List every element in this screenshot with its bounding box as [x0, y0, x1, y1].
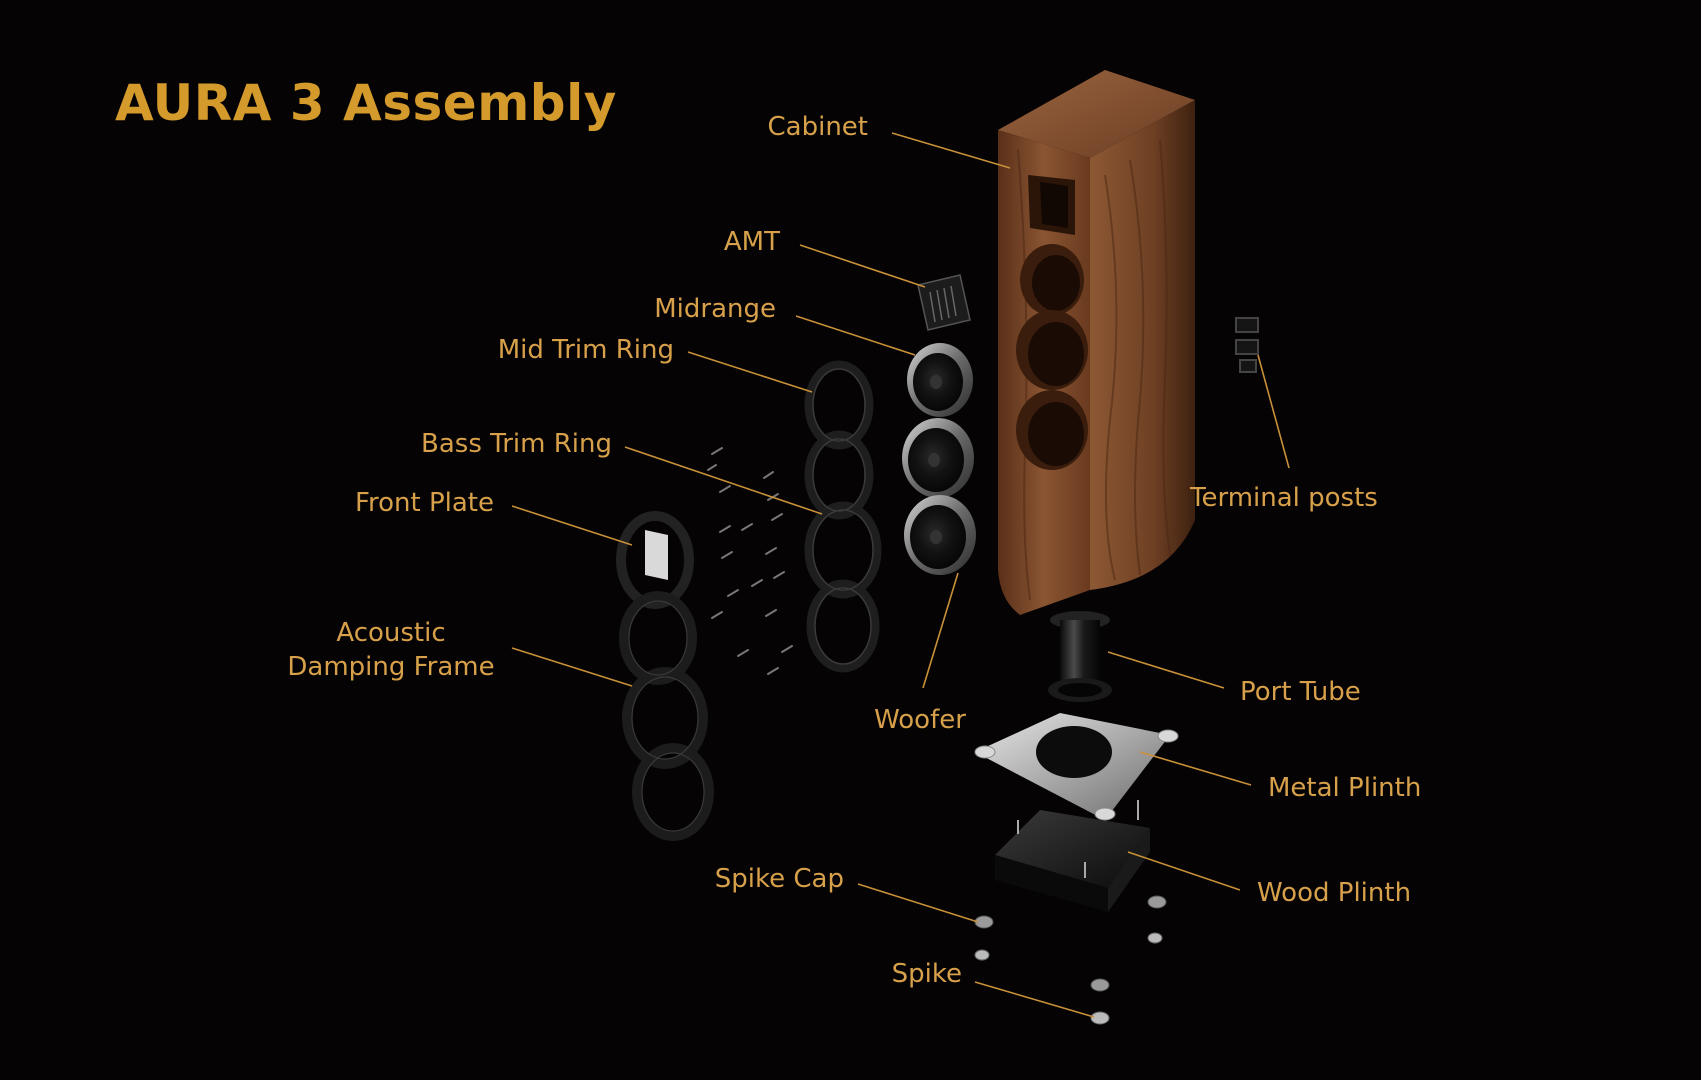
woofer-upper-part [902, 418, 974, 498]
cabinet-part [998, 70, 1195, 615]
page-title: AURA 3 Assembly [115, 74, 617, 132]
front-plate-part [616, 511, 694, 609]
leader-wood-plinth [1127, 851, 1241, 891]
leader-midrange [795, 315, 916, 356]
leader-front-plate [511, 505, 633, 546]
leader-cabinet [891, 132, 1011, 169]
terminal-posts-part [1235, 317, 1259, 373]
label-terminal-posts: Terminal posts [1190, 483, 1378, 513]
label-metal-plinth: Metal Plinth [1268, 773, 1422, 803]
trim-rings-highlight [812, 368, 874, 665]
leader-acoustic-damping [511, 647, 633, 687]
label-spike: Spike [891, 959, 962, 989]
woofer-lower-part [904, 495, 976, 575]
leader-spike [974, 981, 1095, 1018]
label-cabinet: Cabinet [767, 112, 868, 142]
leader-port-tube [1107, 651, 1225, 689]
leader-mid-trim-ring [687, 351, 813, 393]
amt-part [917, 274, 971, 331]
port-tube-part [1048, 611, 1112, 702]
label-spike-cap: Spike Cap [714, 864, 844, 894]
label-midrange: Midrange [654, 294, 776, 324]
spikes [974, 932, 1163, 1025]
label-woofer: Woofer [874, 705, 966, 735]
leader-woofer [922, 572, 959, 689]
label-bass-trim-ring: Bass Trim Ring [421, 429, 612, 459]
acoustic-damping-frames [619, 591, 714, 841]
label-acoustic-damping-frame-line2: Damping Frame [287, 652, 495, 682]
spike-caps [974, 895, 1167, 992]
metal-plinth-part [974, 713, 1179, 821]
leader-amt [799, 244, 926, 288]
label-acoustic-damping-frame-line1: Acoustic [336, 618, 446, 648]
wood-plinth-part [995, 800, 1150, 912]
label-mid-trim-ring: Mid Trim Ring [497, 335, 674, 365]
acoustic-damping-frames-highlight [628, 600, 705, 832]
trim-rings [804, 360, 882, 673]
midrange-part [907, 343, 973, 417]
label-port-tube: Port Tube [1240, 677, 1361, 707]
screws [707, 447, 793, 675]
leader-terminal-posts [1257, 354, 1290, 469]
leader-spike-cap [857, 883, 979, 923]
leader-lines [511, 132, 1290, 1018]
label-front-plate: Front Plate [354, 488, 494, 518]
label-amt: AMT [723, 227, 780, 257]
label-wood-plinth: Wood Plinth [1257, 878, 1412, 908]
leader-bass-trim-ring [624, 446, 823, 515]
leader-metal-plinth [1139, 751, 1252, 786]
